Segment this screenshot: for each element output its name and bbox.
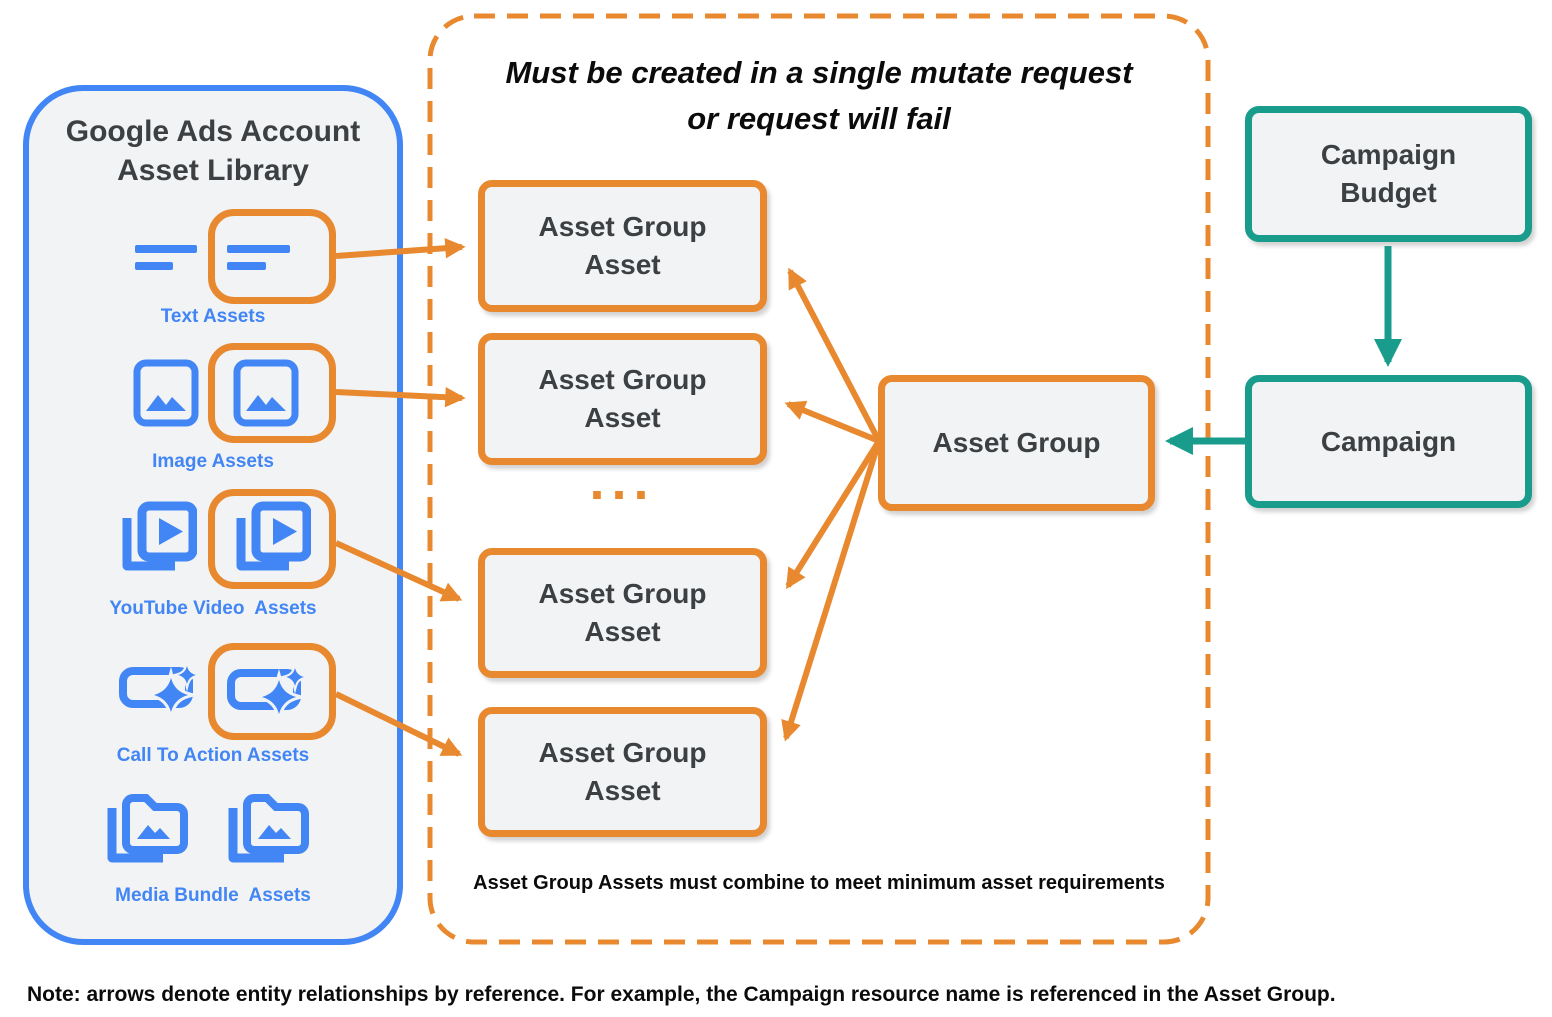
campaign-box: Campaign: [1245, 375, 1532, 508]
mutate-request-title: Must be created in a single mutate reque…: [430, 50, 1208, 142]
more-assets-ellipsis: ...: [589, 451, 656, 511]
media-folder-icon: [103, 786, 195, 875]
arrow-assetgroup-to-asset1: [787, 267, 882, 443]
asset-group-box: Asset Group: [878, 375, 1155, 511]
asset-group-asset-label: Asset: [584, 775, 661, 806]
media-folder-icon: [224, 786, 316, 875]
image-icon: [133, 359, 199, 432]
youtube-assets-label: YouTube Video Assets: [109, 598, 317, 619]
asset-library-title: Google Ads Account Asset Library: [23, 112, 403, 190]
mutate-request-title-line2: or request will fail: [687, 101, 951, 136]
cta-sparkle-icon: [119, 658, 204, 724]
image-assets-selected-box: [208, 343, 336, 443]
text-assets-label: Text Assets: [160, 306, 266, 327]
asset-group-asset-label: Asset: [584, 249, 661, 280]
asset-group-label: Asset Group: [932, 427, 1101, 458]
video-stack-icon: [117, 501, 198, 584]
media-bundle-assets-label: Media Bundle Assets: [115, 885, 311, 906]
asset-group-asset-label: Asset Group: [538, 578, 707, 609]
asset-group-asset-label: Asset Group: [538, 737, 707, 768]
asset-group-asset-label: Asset Group: [538, 211, 707, 242]
arrow-assetgroup-to-asset2: [784, 400, 881, 444]
cta-sparkle-icon: [227, 660, 312, 726]
campaign-budget-label: Campaign: [1320, 139, 1457, 170]
video-stack-icon: [231, 501, 312, 584]
campaign-label: Campaign: [1320, 425, 1457, 457]
youtube-assets-selected-box: [208, 489, 336, 589]
asset-group-asset-label: Asset: [584, 616, 661, 647]
image-assets-label: Image Assets: [152, 451, 274, 472]
asset-library-title-line2: Asset Library: [117, 154, 309, 187]
reference-note: Note: arrows denote entity relationships…: [27, 983, 1336, 1006]
text-lines-icon: [135, 245, 197, 276]
arrow-assetgroup-to-asset3: [785, 439, 882, 590]
asset-library-title-line1: Google Ads Account: [65, 115, 361, 148]
cta-assets-selected-box: [208, 643, 336, 740]
asset-group-asset-label: Asset: [584, 402, 661, 433]
asset-requirements-footnote: Asset Group Assets must combine to meet …: [473, 872, 1165, 894]
arrow-assetgroup-to-asset4: [781, 440, 882, 742]
text-assets-selected-box: [208, 209, 336, 304]
cta-assets-label: Call To Action Assets: [116, 745, 310, 766]
text-lines-icon: [227, 245, 290, 276]
campaign-budget-label: Budget: [1340, 177, 1437, 208]
image-icon: [233, 359, 299, 432]
mutate-request-title-line1: Must be created in a single mutate reque…: [505, 55, 1133, 90]
asset-group-asset-label: Asset Group: [538, 364, 707, 395]
